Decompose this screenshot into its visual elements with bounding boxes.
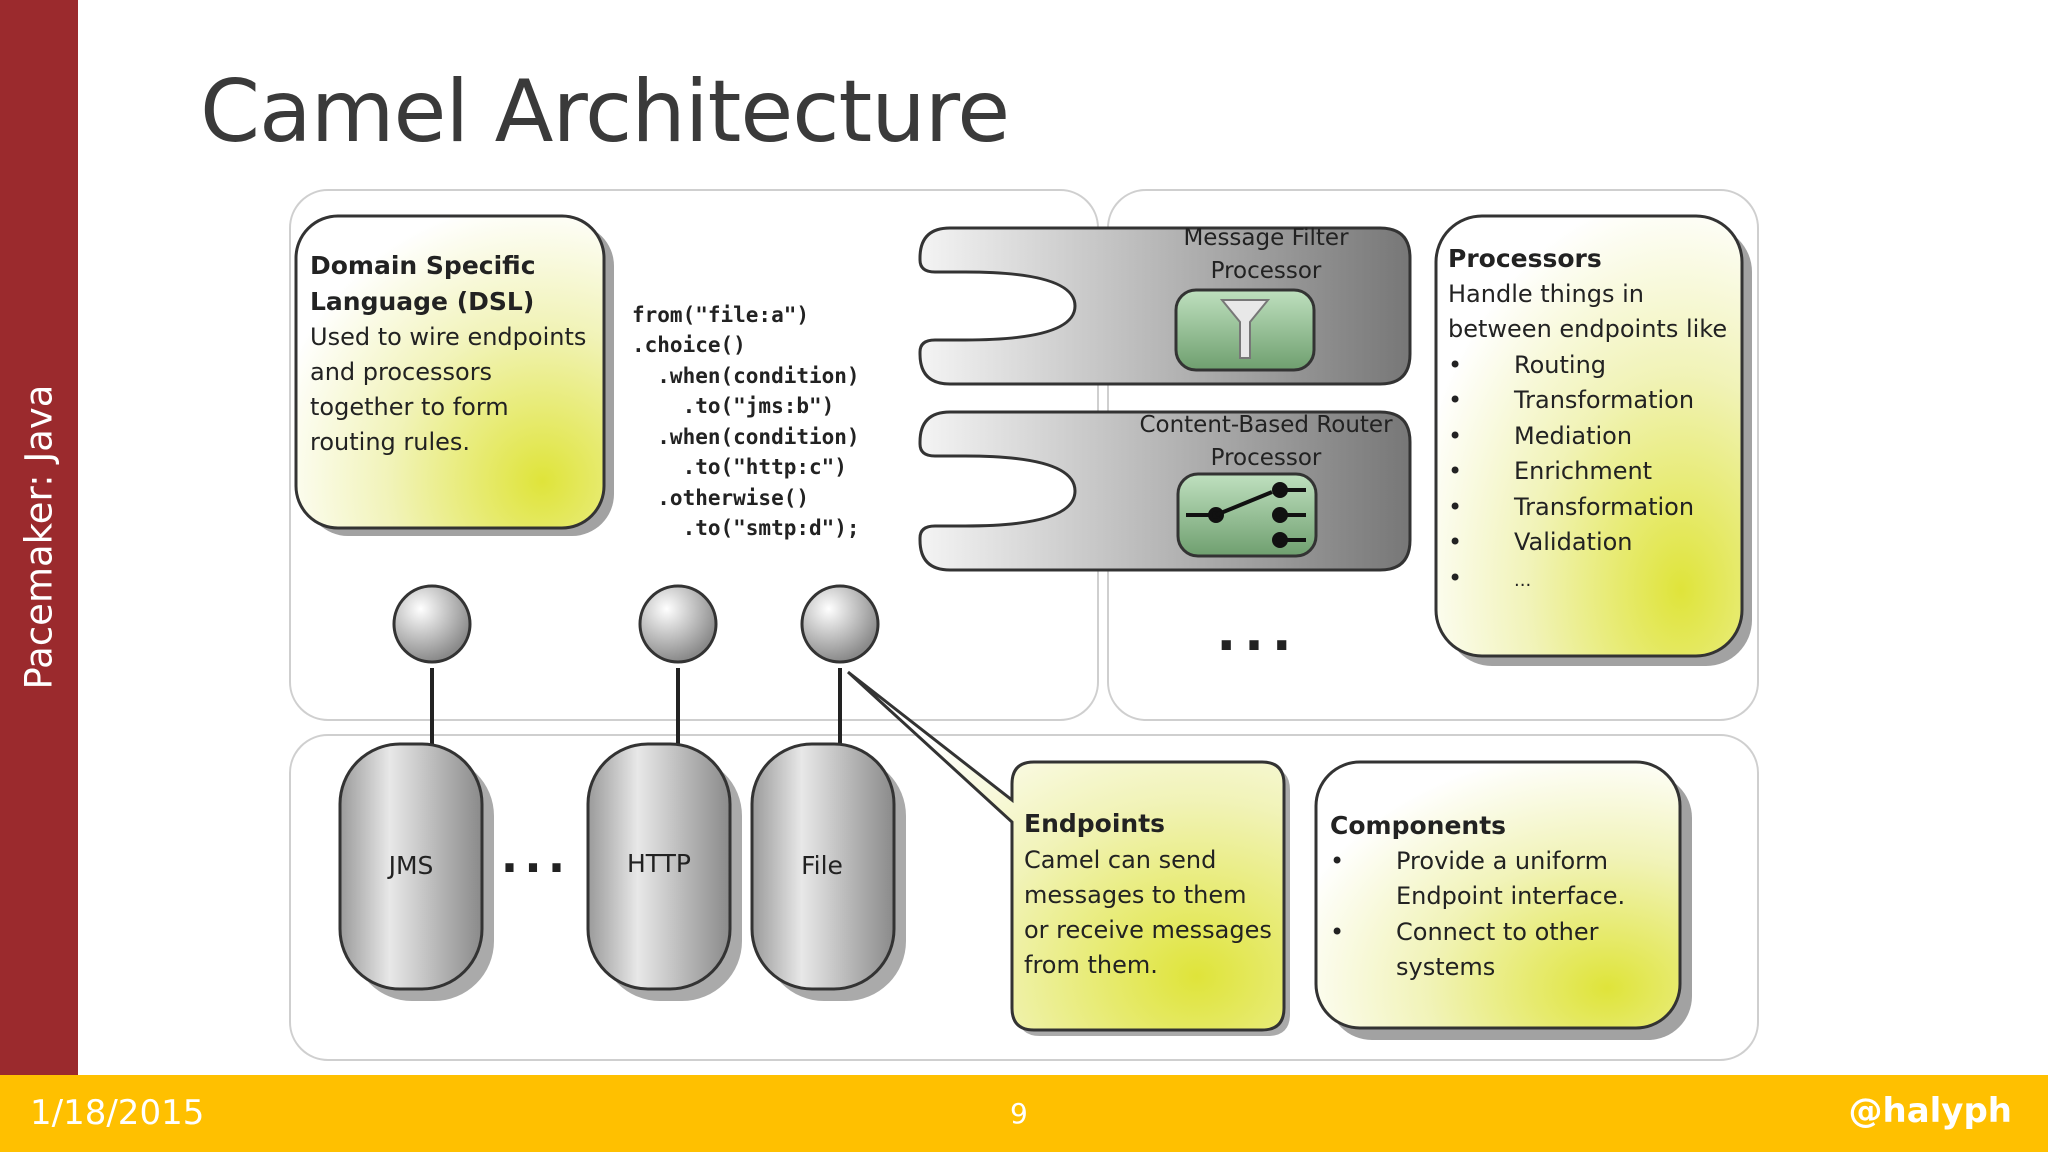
dsl-title-line1: Domain Specific [310, 251, 536, 280]
processors-bullet-item: Enrichment [1514, 457, 1652, 485]
processors-body-line: between endpoints like [1448, 315, 1727, 343]
jms-endpoint-ball [392, 584, 472, 664]
bullet: • [1448, 386, 1462, 414]
tube-label: JMS [387, 851, 434, 880]
dsl-title-line2: Language (DSL) [310, 287, 534, 316]
tube-label: File [801, 851, 843, 880]
endpoint-tube-file: File [750, 742, 906, 1001]
bullet: • [1448, 493, 1462, 521]
processors-bullet-item: Routing [1514, 351, 1606, 379]
content-based-router-processor: Content-Based Router Processor [918, 410, 1412, 572]
bullet: • [1330, 918, 1344, 946]
bullet: • [1448, 564, 1462, 592]
components-bullet-line: Provide a uniform [1396, 847, 1608, 875]
dsl-body-line: routing rules. [310, 428, 470, 456]
funnel-icon [1219, 299, 1271, 359]
endpoints-body-line: Camel can send [1024, 846, 1216, 874]
endpoints-body-line: messages to them [1024, 881, 1246, 909]
tube-label: HTTP [627, 849, 691, 878]
bullet: • [1448, 351, 1462, 379]
endpoints-ellipsis: ... [501, 829, 571, 883]
processors-note: Processors Handle things in between endp… [1434, 214, 1752, 666]
dsl-body-line: and processors [310, 358, 492, 386]
message-filter-subtitle: Processor [1211, 258, 1322, 284]
components-bullet-line: Connect to other [1396, 918, 1599, 946]
footer-bar: 1/18/2015 9 @halyph [0, 1075, 2048, 1152]
switch-icon [1186, 482, 1306, 548]
bullet: • [1330, 847, 1344, 875]
endpoints-title: Endpoints [1024, 809, 1165, 838]
processors-ellipsis: ... [1216, 603, 1299, 663]
sidebar-band: Pacemaker: Java [0, 0, 78, 1075]
code-line: from("file:a") [632, 303, 809, 327]
processors-bullet-item: Transformation [1513, 386, 1694, 414]
processors-body-line: Handle things in [1448, 280, 1644, 308]
router-subtitle: Processor [1211, 445, 1322, 471]
footer-date: 1/18/2015 [30, 1093, 205, 1133]
components-bullet-line: Endpoint interface. [1396, 882, 1625, 910]
footer-handle: @halyph [1848, 1091, 2012, 1131]
code-line: .choice() [632, 333, 746, 357]
processors-title: Processors [1448, 244, 1602, 273]
endpoints-callout: Endpoints Camel can send messages to the… [846, 670, 1290, 1036]
endpoint-connectors [430, 668, 842, 745]
code-line: .when(condition) [632, 364, 860, 388]
code-line: .otherwise() [632, 486, 809, 510]
components-note: Components • Provide a uniform Endpoint … [1314, 760, 1692, 1040]
router-title: Content-Based Router [1139, 412, 1393, 438]
components-bullet-line: systems [1396, 953, 1495, 981]
bullet: • [1448, 457, 1462, 485]
footer-page-number: 9 [1010, 1097, 1028, 1130]
slide-title: Camel Architecture [200, 62, 1010, 162]
endpoints-body-line: from them. [1024, 951, 1158, 979]
endpoint-tube-jms: JMS [338, 742, 494, 1001]
message-filter-processor: Message Filter Processor [918, 225, 1412, 386]
bullet: • [1448, 422, 1462, 450]
processors-bullet-item: ... [1514, 570, 1531, 591]
http-endpoint-ball [638, 584, 718, 664]
code-line: .when(condition) [632, 425, 860, 449]
route-code-listing: from("file:a") .choice() .when(condition… [632, 303, 860, 540]
dsl-body-line: together to form [310, 393, 509, 421]
endpoints-body-line: or receive messages [1024, 916, 1272, 944]
code-line: .to("jms:b") [632, 394, 834, 418]
components-title: Components [1330, 811, 1506, 840]
endpoint-tube-http: HTTP [586, 742, 742, 1001]
processors-bullet-item: Mediation [1514, 422, 1632, 450]
processors-bullet-item: Transformation [1513, 493, 1694, 521]
dsl-body-line: Used to wire endpoints [310, 323, 586, 351]
file-endpoint-ball [800, 584, 880, 664]
dsl-note: Domain Specific Language (DSL) Used to w… [294, 214, 614, 536]
processors-bullet-item: Validation [1514, 528, 1633, 556]
message-filter-title: Message Filter [1183, 225, 1349, 251]
bullet: • [1448, 528, 1462, 556]
code-line: .to("smtp:d"); [632, 516, 860, 540]
code-line: .to("http:c") [632, 455, 847, 479]
